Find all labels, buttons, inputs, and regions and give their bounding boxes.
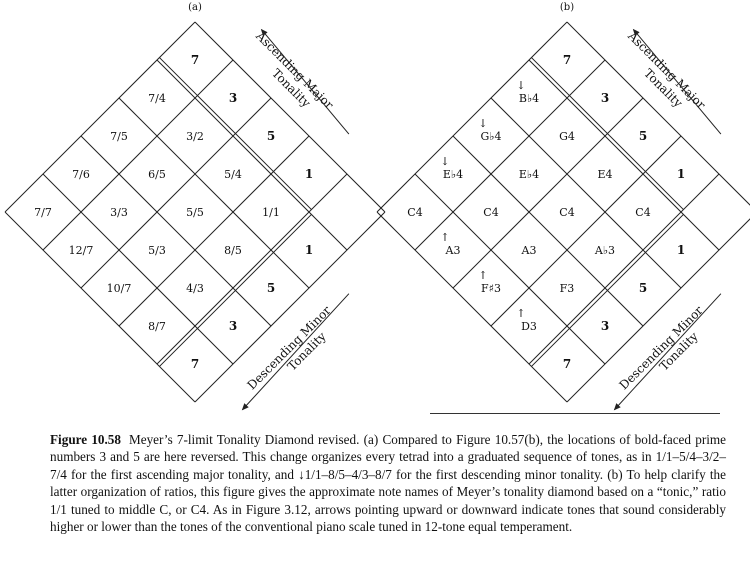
ratio-cell: B♭4 (519, 92, 539, 105)
grid-line (4, 21, 196, 213)
ratio-cell: 3/3 (110, 206, 128, 219)
double-line (531, 214, 684, 367)
panel-letter: (b) (560, 2, 574, 13)
double-line (531, 57, 684, 210)
down-arrow-icon: ↓ (516, 79, 525, 92)
panel-b-diamond: (b)C4A3↑F♯3↑D3↑7E♭4↓C4A3F33G♭4↓E♭4C4A♭35… (376, 2, 750, 411)
prime-number-cell: 3 (229, 319, 237, 333)
ratio-cell: 4/3 (186, 282, 204, 295)
prime-number-cell: 1 (305, 243, 313, 257)
ratio-cell: 5/3 (148, 244, 166, 257)
grid-line (42, 173, 234, 365)
panel-letter: (a) (188, 2, 202, 13)
grid-line (528, 59, 720, 251)
grid-line (414, 59, 606, 251)
ratio-cell: 8/7 (148, 320, 166, 333)
prime-number-cell: 3 (229, 91, 237, 105)
prime-number-cell: 7 (191, 357, 199, 371)
grid-line (4, 211, 196, 403)
grid-line (376, 21, 568, 213)
ratio-cell: C4 (635, 206, 650, 219)
ratio-cell: 12/7 (69, 244, 94, 257)
grid-line (194, 211, 386, 403)
down-arrow-icon: ↓ (478, 117, 487, 130)
grid-line (490, 135, 682, 327)
panel-a-diamond: (a) 7/7 12/7 10/7 8/7 7 7/6 3/3 5/3 4/3 3 7/5 6/5 5/5… (4, 2, 386, 411)
ratio-cell: D3 (521, 320, 537, 333)
grid-line (80, 97, 272, 289)
ratio-cell: F3 (560, 282, 575, 295)
prime-number-cell: 5 (267, 129, 275, 143)
grid-line (42, 59, 234, 251)
ascending-arrow (632, 28, 722, 135)
prime-number-cell: 7 (563, 53, 571, 67)
grid-line (452, 135, 644, 327)
grid-line (566, 21, 750, 206)
ratio-cell: G4 (559, 130, 575, 143)
up-arrow-icon: ↑ (440, 231, 449, 244)
ratio-cell: 6/5 (148, 168, 166, 181)
grid-line (414, 173, 606, 365)
caption-rule (430, 413, 720, 414)
grid-line (490, 97, 682, 289)
ascending-arrow (260, 28, 350, 135)
descending-minor-line1: Descending Minor (245, 303, 334, 392)
grid-line (156, 173, 348, 365)
grid-line (80, 135, 272, 327)
ratio-cell: 3/2 (186, 130, 204, 143)
up-arrow-icon: ↑ (478, 269, 487, 282)
ratio-cell: 5/4 (224, 168, 242, 181)
down-arrow-icon: ↓ (440, 155, 449, 168)
prime-number-cell: 5 (639, 129, 647, 143)
ratio-cell: G♭4 (481, 130, 502, 143)
double-line (159, 57, 312, 210)
ratio-cell: 7/6 (72, 168, 90, 181)
grid-line (194, 21, 386, 213)
descending-minor-line1: Descending Minor (617, 303, 706, 392)
ratio-cell: C4 (559, 206, 574, 219)
ratio-cell: E♭4 (519, 168, 539, 181)
ratio-cell: 7/4 (148, 92, 166, 105)
ratio-cell: 8/5 (224, 244, 242, 257)
caption-text: Meyer’s 7-limit Tonality Diamond revised… (50, 432, 726, 535)
figure-number: Figure 10.58 (50, 432, 121, 447)
double-line (159, 214, 312, 367)
prime-number-cell: 5 (267, 281, 275, 295)
descending-arrow (613, 293, 722, 411)
descending-arrow (241, 293, 350, 411)
prime-number-cell: 1 (677, 167, 685, 181)
grid-line (566, 218, 750, 403)
prime-number-cell: 3 (601, 319, 609, 333)
ratio-cell: A3 (445, 244, 461, 257)
ascending-major-label: Ascending MajorTonality (242, 28, 336, 122)
prime-number-cell: 3 (601, 91, 609, 105)
grid-line (156, 59, 348, 251)
prime-number-cell: 1 (305, 167, 313, 181)
grid-line (118, 135, 310, 327)
grid-line (118, 97, 310, 289)
ascending-major-label: Ascending MajorTonality (614, 28, 708, 122)
grid-line (528, 173, 720, 365)
ratio-cell: 5/5 (186, 206, 204, 219)
prime-number-cell: 1 (677, 243, 685, 257)
tonality-diamond-figure: (a) 7/7 12/7 10/7 8/7 7 7/6 3/3 5/3 4/3 3 7/5 6/5 5/5… (4, 2, 750, 411)
grid-line (376, 211, 568, 403)
ratio-cell: 7/5 (110, 130, 128, 143)
ratio-cell: 1/1 (262, 206, 280, 219)
ratio-cell: E♭4 (443, 168, 463, 181)
up-arrow-icon: ↑ (516, 307, 525, 320)
ratio-cell: C4 (407, 206, 422, 219)
ratio-cell: A♭3 (594, 244, 615, 257)
ratio-cell: 7/7 (34, 206, 52, 219)
ratio-cell: E4 (597, 168, 612, 181)
ratio-cell: F♯3 (481, 282, 501, 295)
grid-line (452, 97, 644, 289)
prime-number-cell: 7 (563, 357, 571, 371)
prime-number-cell: 7 (191, 53, 199, 67)
ratio-cell: A3 (521, 244, 537, 257)
prime-number-cell: 5 (639, 281, 647, 295)
ratio-cell: 10/7 (107, 282, 132, 295)
ratio-cell: C4 (483, 206, 498, 219)
